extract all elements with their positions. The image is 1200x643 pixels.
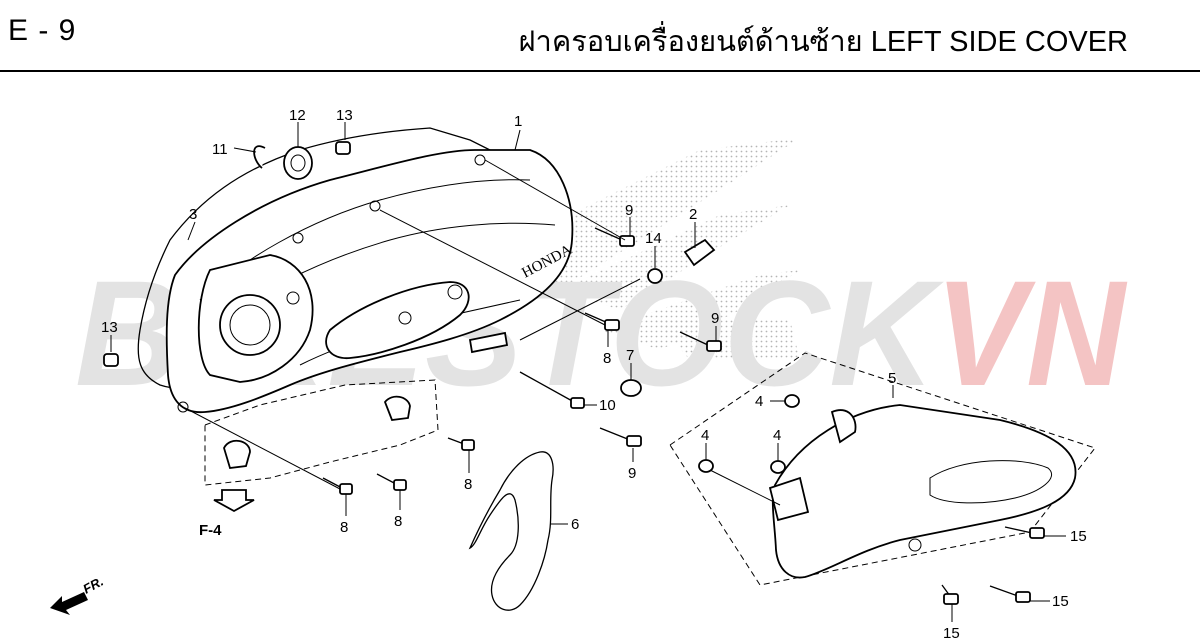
callout-2: 2	[689, 206, 697, 223]
bolt-part-9-lower	[599, 427, 642, 447]
callout-4-top: 4	[755, 393, 763, 410]
dowel-pin-part-13-upper	[335, 141, 351, 155]
callout-8-left: 8	[340, 519, 348, 536]
callout-5: 5	[888, 370, 896, 387]
callout-15-lower: 15	[1052, 593, 1069, 610]
reference-label-f4: F-4	[199, 522, 222, 539]
callout-15-bottom: 15	[943, 625, 960, 642]
bolt-part-15-lower	[989, 585, 1031, 603]
callout-labels: 1 2 3 4 4 4 5 6 7 8 8 8 8 9 9 9 10 11 12…	[101, 107, 1087, 642]
reference-arrow-icon	[213, 489, 255, 513]
callout-9-upper: 9	[625, 202, 633, 219]
header-divider	[0, 70, 1200, 72]
callout-13-lower: 13	[101, 319, 118, 336]
bolt-part-15-bottom	[941, 584, 959, 605]
outer-cover-part-5	[768, 404, 1077, 579]
bolt-part-8-right	[376, 473, 407, 491]
callout-1: 1	[514, 113, 522, 130]
front-arrow-icon	[50, 592, 88, 615]
front-direction-indicator: FR.	[50, 574, 106, 615]
callout-13-upper: 13	[336, 107, 353, 124]
clamp-upper	[383, 395, 411, 421]
callout-11: 11	[212, 141, 228, 158]
wing-emblem-background	[520, 138, 800, 360]
clamp-detail-box	[204, 379, 439, 486]
washer-part-14	[647, 268, 663, 284]
bearing-part-12	[283, 146, 313, 180]
dowel-pin-part-13-lower	[103, 353, 119, 367]
callout-14: 14	[645, 230, 662, 247]
callout-leader-lines	[110, 122, 1066, 622]
bolt-part-15-upper	[1004, 526, 1045, 539]
grommet-part-4-center	[770, 460, 786, 474]
grommet-part-4-top	[784, 394, 800, 408]
callout-6: 6	[571, 516, 579, 533]
page-header: E - 9 ฝาครอบเครื่องยนต์ด้านซ้าย LEFT SID…	[0, 0, 1200, 72]
seal-part-6	[468, 451, 554, 611]
callout-8-right: 8	[394, 513, 402, 530]
callout-8-center: 8	[464, 476, 472, 493]
watermark-text-red: VN	[935, 249, 1127, 417]
bolt-part-10	[519, 371, 585, 409]
callout-3: 3	[189, 206, 197, 223]
callout-12: 12	[289, 107, 306, 124]
bolt-part-9-upper	[594, 227, 635, 247]
callout-15-upper: 15	[1070, 528, 1087, 545]
callout-7: 7	[626, 347, 634, 364]
callout-9-lower: 9	[628, 465, 636, 482]
page-code: E - 9	[8, 14, 77, 47]
callout-10: 10	[599, 397, 616, 414]
bolt-part-8-center	[447, 437, 475, 451]
clamp-lower	[223, 439, 251, 469]
bolt-part-9-middle	[679, 331, 722, 352]
callout-9-middle: 9	[711, 310, 719, 327]
grommet-part-7	[620, 379, 642, 397]
page-title: ฝาครอบเครื่องยนต์ด้านซ้าย LEFT SIDE COVE…	[518, 26, 1128, 58]
bolt-part-8-left	[322, 477, 353, 495]
left-side-cover-part-1: HONDA	[165, 149, 575, 413]
breather-part-2	[683, 238, 716, 267]
callout-4-left: 4	[701, 427, 709, 444]
callout-8-upper: 8	[603, 350, 611, 367]
callout-4-center: 4	[773, 427, 781, 444]
